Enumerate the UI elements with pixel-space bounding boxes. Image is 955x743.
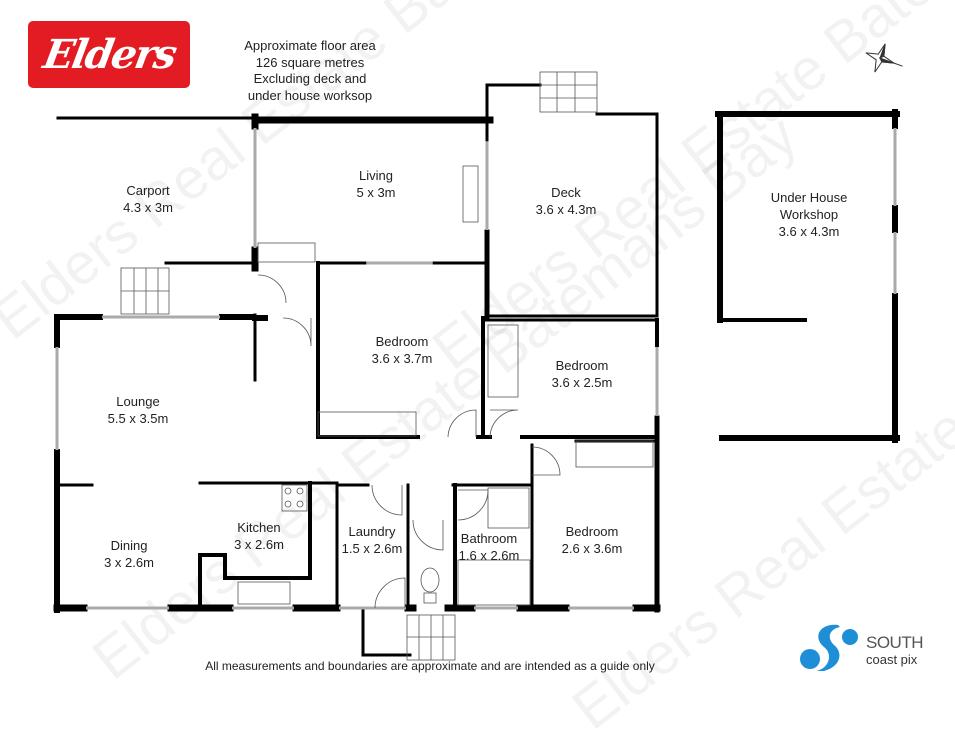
elders-logo: Elders — [28, 21, 190, 88]
floor-plan — [53, 71, 900, 661]
south-coast-pix-logo: SOUTH coast pix — [798, 623, 938, 673]
room-living: Living 5 x 3m — [356, 167, 395, 201]
room-name: Deck — [551, 185, 581, 200]
room-size: 2.6 x 3.6m — [561, 541, 623, 556]
room-name: Workshop — [779, 207, 839, 222]
room-size: 3.6 x 3.7m — [371, 351, 433, 366]
area-line: Approximate floor area — [244, 38, 376, 53]
room-name: Kitchen — [237, 520, 281, 535]
area-line: 126 square metres — [255, 54, 365, 70]
disclaimer: All measurements and boundaries are appr… — [205, 659, 655, 673]
room-name: Dining — [110, 538, 148, 553]
room-name: Bedroom — [565, 524, 619, 539]
room-size: 3 x 2.6m — [104, 555, 154, 570]
windows — [55, 128, 897, 610]
area-line: Excluding deck and — [253, 71, 367, 86]
room-name: Bedroom — [555, 358, 609, 373]
floor-area-note: Approximate floor area 126 square metres… — [210, 38, 410, 104]
compass-rose-icon — [865, 43, 903, 73]
room-name: Bathroom — [460, 531, 518, 546]
room-size: 3.6 x 4.3m — [778, 224, 840, 239]
room-size: 1.6 x 2.6m — [458, 548, 520, 563]
room-carport: Carport 4.3 x 3m — [123, 182, 173, 216]
room-size: 3.6 x 4.3m — [535, 202, 597, 217]
room-bathroom: Bathroom 1.6 x 2.6m — [459, 530, 520, 564]
room-dining: Dining 3 x 2.6m — [104, 537, 154, 571]
room-name: Bedroom — [375, 334, 429, 349]
room-deck: Deck 3.6 x 4.3m — [536, 184, 597, 218]
brand-line-2: coast pix — [866, 652, 918, 667]
room-laundry: Laundry 1.5 x 2.6m — [342, 523, 403, 557]
room-kitchen: Kitchen 3 x 2.6m — [234, 519, 284, 553]
room-size: 1.5 x 2.6m — [341, 541, 403, 556]
fixtures — [120, 71, 654, 661]
room-size: 5 x 3m — [356, 185, 396, 200]
room-size: 3.6 x 2.5m — [551, 375, 613, 390]
room-name: Carport — [126, 183, 170, 198]
room-name: Laundry — [348, 524, 396, 539]
room-name: Under House — [770, 190, 848, 205]
walls — [53, 83, 900, 657]
area-line: under house worksop — [247, 87, 373, 103]
brand-line-1: SOUTH — [866, 633, 924, 652]
room-size: 4.3 x 3m — [123, 200, 173, 215]
room-lounge: Lounge 5.5 x 3.5m — [108, 393, 169, 427]
room-size: 5.5 x 3.5m — [107, 411, 169, 426]
room-bedroom-3: Bedroom 2.6 x 3.6m — [562, 523, 623, 557]
room-bedroom-1: Bedroom 3.6 x 3.7m — [372, 333, 433, 367]
room-name: Living — [359, 168, 393, 183]
room-name: Lounge — [116, 394, 160, 409]
room-bedroom-2: Bedroom 3.6 x 2.5m — [552, 357, 613, 391]
south-coast-pix-mark-icon — [800, 624, 858, 671]
room-size: 3 x 2.6m — [234, 537, 284, 552]
